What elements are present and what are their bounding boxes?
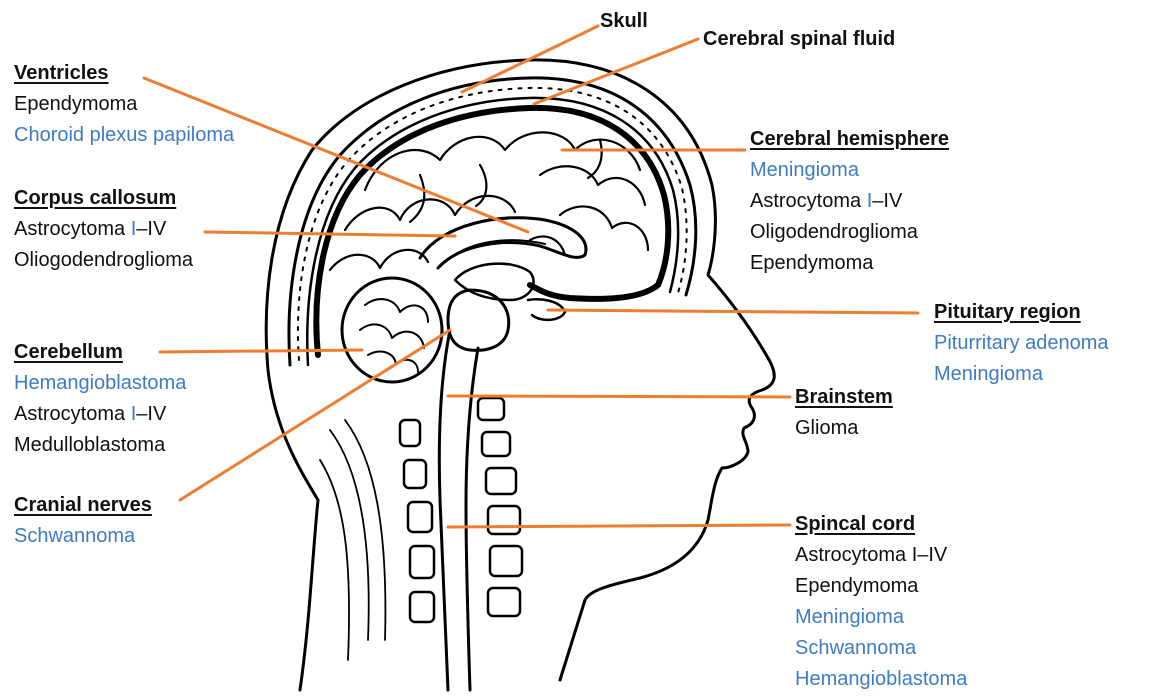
spinal-cord-shape <box>439 330 450 690</box>
label-cerebellum: Cerebellum Hemangioblastoma Astrocytoma … <box>14 337 186 461</box>
ventricles-title: Ventricles <box>14 58 234 89</box>
leader-brainstem <box>448 396 790 397</box>
label-cranial-nerves: Cranial nerves Schwannoma <box>14 490 152 552</box>
neck-muscles <box>320 420 385 660</box>
label-ventricles: Ventricles Ependymoma Choroid plexus pap… <box>14 58 234 151</box>
ventricles-item-1: Ependymoma <box>14 89 234 120</box>
leader-cerebellum <box>160 350 362 352</box>
cerebral-hemisphere-title: Cerebral hemisphere <box>750 124 949 155</box>
brainstem-item-1: Glioma <box>795 413 893 444</box>
item-text: Astrocytoma <box>750 190 867 212</box>
item-text: –IV <box>136 403 166 425</box>
skull-texture <box>298 88 687 360</box>
cerebellum-title: Cerebellum <box>14 337 186 368</box>
brain-gyri <box>330 132 648 270</box>
label-spinal-cord: Spincal cord Astrocytoma I–IV Ependymoma… <box>795 509 967 695</box>
label-cerebral-hemisphere: Cerebral hemisphere Meningioma Astrocyto… <box>750 124 949 279</box>
label-skull: Skull <box>600 6 648 37</box>
cerebellum-item-1: Hemangioblastoma <box>14 368 186 399</box>
leader-pituitary <box>548 310 918 313</box>
skull-inner <box>307 98 678 365</box>
cerebral-hemisphere-item-4: Ependymoma <box>750 248 949 279</box>
pituitary-title: Pituitary region <box>934 297 1109 328</box>
spinal-cord-item-1: Astrocytoma I–IV <box>795 540 967 571</box>
cerebral-hemisphere-item-3: Oligodendroglioma <box>750 217 949 248</box>
corpus-callosum-shape <box>420 218 586 268</box>
label-corpus-callosum: Corpus callosum Astrocytoma I–IV Oliogod… <box>14 183 193 276</box>
item-text: –IV <box>136 218 166 240</box>
label-csf: Cerebral spinal fluid <box>703 24 895 55</box>
item-text: Astrocytoma <box>14 403 131 425</box>
vertebrae <box>400 398 522 622</box>
brainstem-title: Brainstem <box>795 382 893 413</box>
ventricles-item-2: Choroid plexus papiloma <box>14 120 234 151</box>
cranial-nerves-item-1: Schwannoma <box>14 521 152 552</box>
spinal-cord-item-5: Hemangioblastoma <box>795 664 967 695</box>
skull-title: Skull <box>600 10 648 32</box>
spinal-cord-item-4: Schwannoma <box>795 633 967 664</box>
label-brainstem: Brainstem Glioma <box>795 382 893 444</box>
corpus-callosum-item-1: Astrocytoma I–IV <box>14 214 193 245</box>
cerebellum-item-2: Astrocytoma I–IV <box>14 399 186 430</box>
corpus-callosum-title: Corpus callosum <box>14 183 193 214</box>
brainstem-shape <box>448 290 509 350</box>
cerebellum-folia <box>360 299 428 372</box>
corpus-callosum-item-2: Oliogodendroglioma <box>14 245 193 276</box>
leader-cranial-nerves <box>180 330 450 500</box>
spinal-cord-item-3: Meningioma <box>795 602 967 633</box>
brain-outline <box>316 108 668 355</box>
spinal-cord-item-2: Ependymoma <box>795 571 967 602</box>
cerebral-hemisphere-item-2: Astrocytoma I–IV <box>750 186 949 217</box>
leader-spinal-cord <box>448 525 790 527</box>
cerebellum-item-3: Medulloblastoma <box>14 430 186 461</box>
cerebral-hemisphere-item-1: Meningioma <box>750 155 949 186</box>
pituitary-item-1: Piturritary adenoma <box>934 328 1109 359</box>
leader-corpus-callosum <box>205 232 455 236</box>
pituitary-item-2: Meningioma <box>934 359 1109 390</box>
item-text: Astrocytoma <box>14 218 131 240</box>
csf-title: Cerebral spinal fluid <box>703 28 895 50</box>
item-text: –IV <box>872 190 902 212</box>
cranial-nerves-title: Cranial nerves <box>14 490 152 521</box>
spinal-cord-title: Spincal cord <box>795 509 967 540</box>
label-pituitary: Pituitary region Piturritary adenoma Men… <box>934 297 1109 390</box>
